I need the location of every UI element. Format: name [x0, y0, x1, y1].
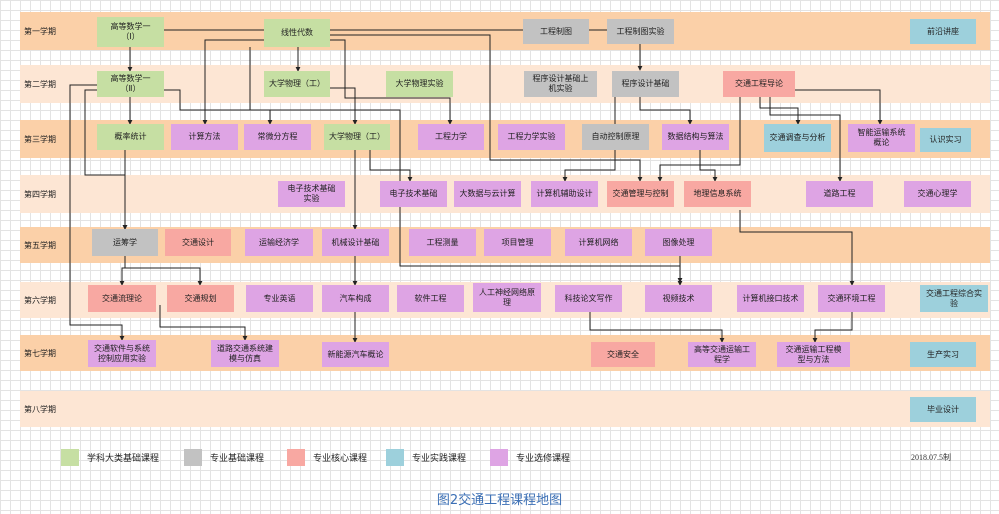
legend-item-practice: 专业实践课程 — [386, 449, 466, 466]
course-college-physics[interactable]: 大学物理（工） — [264, 71, 330, 97]
course-comprehensive-lab[interactable]: 交通工程综合实 验 — [920, 285, 988, 312]
semester-band-2 — [20, 65, 990, 103]
course-electronics-lab[interactable]: 电子技术基础 实验 — [278, 181, 345, 207]
course-transport-models[interactable]: 交通运输工程模 型与方法 — [777, 342, 850, 367]
course-engineering-drawing-lab[interactable]: 工程制图实验 — [607, 19, 674, 44]
semester-band-8 — [20, 391, 990, 427]
semester-label-6: 第六学期 — [24, 295, 56, 305]
legend-label: 专业选修课程 — [516, 454, 571, 464]
semester-band-1 — [20, 12, 990, 50]
course-its-intro[interactable]: 智能运输系统 概论 — [848, 124, 915, 152]
legend-swatch — [287, 449, 305, 466]
course-traffic-intro[interactable]: 交通工程导论 — [723, 71, 795, 97]
course-new-energy-vehicles[interactable]: 新能源汽车概论 — [322, 342, 389, 367]
course-project-management[interactable]: 项目管理 — [484, 229, 551, 256]
semester-label-7: 第七学期 — [24, 348, 56, 358]
figure-caption: 图2交通工程课程地图 — [436, 493, 563, 508]
course-operations-research[interactable]: 运筹学 — [92, 229, 158, 256]
course-linear-algebra[interactable]: 线性代数 — [264, 19, 330, 47]
course-engineering-drawing[interactable]: 工程制图 — [523, 19, 589, 44]
course-probability[interactable]: 概率统计 — [97, 124, 164, 150]
legend-label: 学科大类基础课程 — [87, 454, 160, 464]
semester-label-4: 第四学期 — [24, 189, 56, 199]
course-computer-interface[interactable]: 计算机接口技术 — [737, 285, 804, 312]
course-video-technology[interactable]: 视频技术 — [645, 285, 712, 312]
course-programming-lab[interactable]: 程序设计基础上 机实验 — [524, 71, 597, 97]
semester-label-2: 第二学期 — [24, 79, 56, 89]
course-advanced-math-1[interactable]: 高等数学一 （Ⅰ） — [97, 17, 164, 47]
link-linear-traffic-mgmt — [330, 34, 643, 182]
course-programming-basics[interactable]: 程序设计基础 — [612, 71, 679, 97]
course-traffic-flow-theory[interactable]: 交通流理论 — [88, 285, 156, 312]
semester-label-1: 第一学期 — [24, 26, 56, 36]
course-production-internship[interactable]: 生产实习 — [910, 342, 976, 367]
legend-item-major-core: 专业核心课程 — [287, 449, 367, 466]
course-frontier-lectures[interactable]: 前沿讲座 — [910, 19, 976, 44]
legend-label: 专业实践课程 — [412, 454, 467, 464]
course-ode[interactable]: 常微分方程 — [244, 124, 311, 150]
course-traffic-design[interactable]: 交通设计 — [165, 229, 231, 256]
course-road-engineering[interactable]: 道路工程 — [806, 181, 873, 207]
course-automatic-control[interactable]: 自动控制原理 — [582, 124, 649, 150]
course-traffic-safety[interactable]: 交通安全 — [591, 342, 655, 367]
semester-label-8: 第八学期 — [24, 404, 56, 414]
semester-label-3: 第三学期 — [24, 134, 56, 144]
course-electronics-basics[interactable]: 电子技术基础 — [380, 181, 447, 207]
course-college-physics-3[interactable]: 大学物理（工） — [324, 124, 390, 150]
course-modeling-simulation[interactable]: 道路交通系统建 模与仿真 — [211, 340, 279, 367]
course-software-engineering[interactable]: 软件工程 — [397, 285, 464, 312]
legend-item-discipline: 学科大类基础课程 — [61, 449, 159, 466]
legend-swatch — [490, 449, 508, 466]
course-professional-english[interactable]: 专业英语 — [246, 285, 313, 312]
course-image-processing[interactable]: 图像处理 — [645, 229, 712, 256]
course-traffic-management[interactable]: 交通管理与控制 — [607, 181, 674, 207]
course-advanced-transport[interactable]: 高等交通运输工 程学 — [688, 342, 756, 367]
legend-swatch — [184, 449, 202, 466]
course-surveying[interactable]: 工程测量 — [409, 229, 476, 256]
course-data-structures[interactable]: 数据结构与算法 — [662, 124, 729, 150]
course-numerical-methods[interactable]: 计算方法 — [171, 124, 238, 150]
course-engineering-mechanics[interactable]: 工程力学 — [418, 124, 484, 150]
course-neural-networks[interactable]: 人工神经网络原 理 — [473, 283, 541, 312]
course-cad[interactable]: 计算机辅助设计 — [531, 181, 598, 207]
course-traffic-psychology[interactable]: 交通心理学 — [904, 181, 971, 207]
course-graduation-project[interactable]: 毕业设计 — [910, 397, 976, 422]
semester-label-5: 第五学期 — [24, 240, 56, 250]
course-computer-networks[interactable]: 计算机网络 — [565, 229, 632, 256]
legend-swatch — [386, 449, 404, 466]
course-mechanical-design[interactable]: 机械设计基础 — [322, 229, 389, 256]
course-gis[interactable]: 地理信息系统 — [684, 181, 751, 207]
course-mechanics-lab[interactable]: 工程力学实验 — [498, 124, 565, 150]
legend-item-major-basic: 专业基础课程 — [184, 449, 264, 466]
legend-swatch — [61, 449, 79, 466]
course-software-control-lab[interactable]: 交通软件与系统 控制应用实验 — [88, 340, 156, 367]
course-advanced-math-2[interactable]: 高等数学一 （Ⅱ） — [97, 71, 164, 97]
date-note: 2018.07.5制 — [911, 453, 951, 462]
course-traffic-planning[interactable]: 交通规划 — [167, 285, 234, 312]
course-cognition-internship[interactable]: 认识实习 — [920, 128, 971, 152]
course-big-data[interactable]: 大数据与云计算 — [454, 181, 521, 207]
course-transport-economics[interactable]: 运输经济学 — [245, 229, 313, 256]
legend-label: 专业基础课程 — [210, 454, 265, 464]
course-automobile-structure[interactable]: 汽车构成 — [322, 285, 389, 312]
course-traffic-survey[interactable]: 交通调查与分析 — [764, 124, 831, 152]
course-traffic-environment[interactable]: 交通环境工程 — [818, 285, 885, 312]
course-paper-writing[interactable]: 科技论文写作 — [555, 285, 622, 312]
legend-item-elective: 专业选修课程 — [490, 449, 570, 466]
legend-label: 专业核心课程 — [313, 454, 368, 464]
course-physics-lab[interactable]: 大学物理实验 — [386, 71, 453, 97]
